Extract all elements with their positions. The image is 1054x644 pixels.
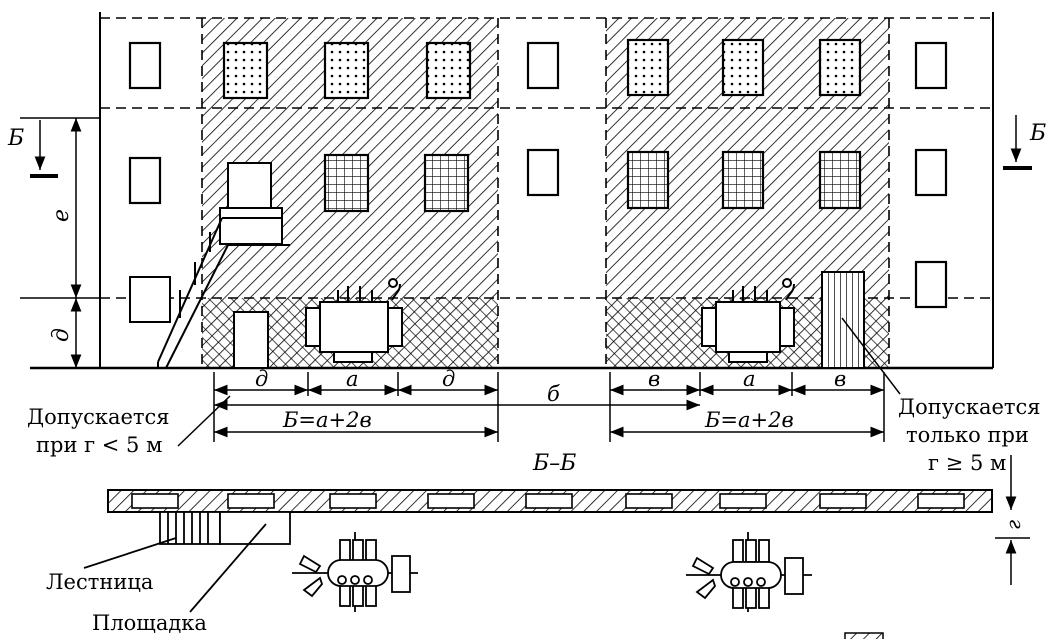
window <box>914 41 948 90</box>
leader-left <box>177 395 231 447</box>
dim-label-d2: д <box>442 367 455 391</box>
leader-right <box>841 317 901 395</box>
dimension-labels: д а д б в а в Б=а+2в Б=а+2в <box>255 367 846 432</box>
note-right-line3: г ≥ 5 м <box>928 451 1006 475</box>
window <box>721 38 765 97</box>
note-right: Допускается только при г ≥ 5 м <box>898 395 1041 475</box>
dotted-windows <box>222 38 862 100</box>
stair-rail <box>157 217 223 363</box>
section-marker-left: Б <box>7 120 58 178</box>
stair-platform <box>219 207 283 245</box>
dim-label-a1: а <box>346 367 359 391</box>
window <box>323 41 370 100</box>
plan-stair <box>83 511 291 613</box>
note-left-line1: Допускается <box>27 405 170 429</box>
plan-transformer-left <box>292 532 418 612</box>
external-stair <box>129 162 290 369</box>
label-platform: Площадка <box>92 611 207 635</box>
window <box>222 41 269 100</box>
window <box>128 41 162 90</box>
building-facade <box>30 12 994 370</box>
window <box>914 148 948 197</box>
horizontal-dimensions <box>213 372 885 442</box>
window <box>914 260 948 309</box>
window <box>721 150 765 210</box>
window <box>626 38 670 97</box>
formula-right: Б=а+2в <box>704 408 794 432</box>
dim-label-d1: д <box>255 367 268 391</box>
section-letter-right: Б <box>1029 121 1046 146</box>
ground-door <box>233 311 269 369</box>
fragment-hatch <box>844 632 884 644</box>
formula-left: Б=а+2в <box>282 408 372 432</box>
window <box>323 153 370 213</box>
dim-label-b: б <box>547 382 560 406</box>
note-left: Допускается при г < 5 м <box>27 405 170 457</box>
stair-stringer <box>165 244 229 369</box>
section-letter-left: Б <box>7 126 24 151</box>
window <box>423 153 470 213</box>
window <box>128 156 162 205</box>
plan-section: г <box>83 455 1030 613</box>
plan-platform <box>219 511 291 545</box>
note-left-line2: при г < 5 м <box>36 433 162 457</box>
note-right-line1: Допускается <box>898 395 1041 419</box>
transformer-right <box>701 278 795 363</box>
section-title: Б–Б <box>532 451 576 476</box>
window <box>526 41 560 90</box>
window <box>818 38 862 97</box>
transformer-left <box>305 278 403 363</box>
section-marker-right: Б <box>1003 115 1046 170</box>
note-right-line2: только при <box>906 423 1029 447</box>
window <box>626 150 670 210</box>
dim-label-g: г <box>1001 520 1025 530</box>
window <box>425 41 472 100</box>
vertical-dimensions <box>20 117 100 368</box>
dim-label-d-vertical: д <box>49 328 74 342</box>
dim-label-a2: а <box>743 367 756 391</box>
window <box>129 276 171 323</box>
window <box>818 150 862 210</box>
window <box>526 148 560 197</box>
dim-label-v2: в <box>834 367 846 391</box>
mesh-windows <box>323 150 862 213</box>
dim-label-v1: в <box>648 367 660 391</box>
label-stair: Лестница <box>46 570 153 594</box>
plan-openings <box>131 493 965 509</box>
dim-label-e: е <box>49 209 74 222</box>
plain-windows <box>128 41 948 309</box>
plan-transformer-right <box>686 532 812 612</box>
dim-g <box>995 455 1030 585</box>
